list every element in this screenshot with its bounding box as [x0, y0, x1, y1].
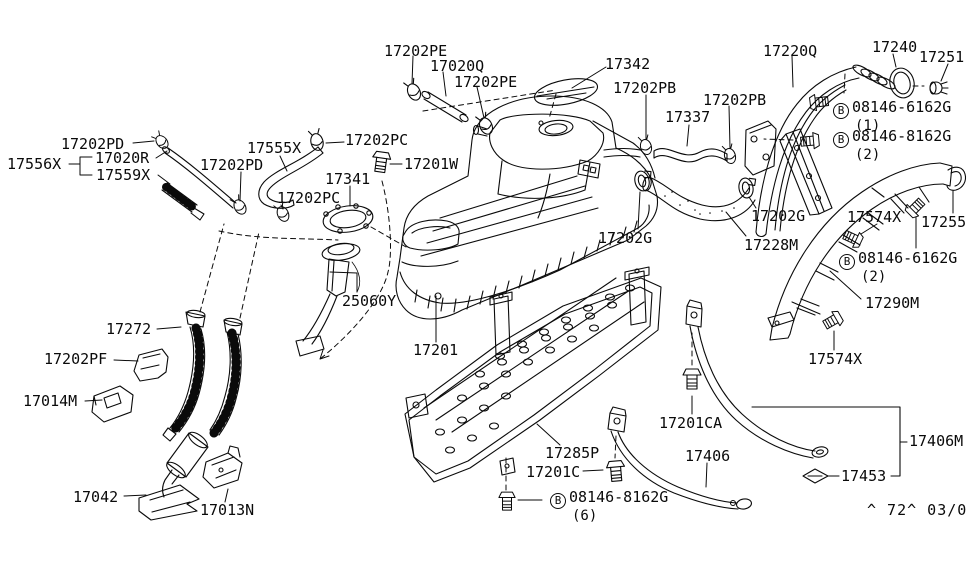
connector-17013N	[202, 445, 243, 489]
bolt-qty: (2)	[855, 147, 881, 163]
clip-17202PF	[133, 348, 169, 382]
part-label-17201w-19: 17201W	[404, 155, 459, 173]
fuel-cap	[533, 78, 599, 106]
breather-hose-17337	[653, 148, 728, 163]
part-label-17342-3: 17342	[605, 55, 651, 73]
part-label-17272-27: 17272	[106, 320, 152, 338]
part-label-17202pd-16: 17202PD	[200, 156, 264, 174]
bolt-code: 08146-8162G	[852, 127, 952, 145]
part-label-17556x-12: 17556X	[7, 155, 62, 173]
lock-ring-17341	[322, 203, 374, 234]
part-label-17013n-31: 17013N	[200, 501, 255, 519]
strap-upper	[685, 299, 829, 459]
part-label-17255-24: 17255	[921, 213, 967, 231]
part-label-17251-9: 17251	[919, 48, 965, 66]
bolt-qty: (2)	[861, 269, 887, 285]
part-label-17202pc-18: 17202PC	[277, 189, 341, 207]
bolt-code: 08146-6162G	[858, 249, 958, 267]
filler-hose-17228M	[642, 176, 756, 222]
bolt-qty: (1)	[855, 118, 881, 134]
bolt-code: 08146-6162G	[852, 98, 952, 116]
pipe-17020Q	[421, 90, 469, 123]
part-label-17228m-22: 17228M	[744, 236, 799, 254]
part-label-17201c-35: 17201C	[526, 463, 581, 481]
leader-lines	[68, 53, 954, 503]
circled-b-icon: B	[833, 132, 849, 148]
part-label-17014m-29: 17014M	[23, 392, 78, 410]
part-label-17337-6: 17337	[665, 108, 711, 126]
part-label-17042-30: 17042	[73, 488, 119, 506]
part-label-17020r-11: 17020R	[95, 149, 150, 167]
sender-tubes-17272	[162, 309, 243, 442]
hook-17255	[946, 166, 967, 191]
circled-b-icon: B	[550, 493, 566, 509]
fuel-pump-25060Y	[295, 242, 361, 357]
corrugated-stub-17559X	[161, 182, 205, 221]
part-label-17202pf-28: 17202PF	[44, 350, 108, 368]
part-label-17202g-21: 17202G	[751, 207, 806, 225]
part-label-17202pb-5: 17202PB	[703, 91, 767, 109]
part-label-17240-8: 17240	[872, 38, 918, 56]
part-label-17202pe-0: 17202PE	[384, 42, 448, 60]
circled-b-icon: B	[833, 103, 849, 119]
fuel-filter-17042	[138, 431, 209, 521]
bracket-17406M	[751, 406, 908, 477]
part-label-17285p-34: 17285P	[545, 444, 600, 462]
strap-lower	[607, 406, 752, 510]
part-label-17574x-23: 17574X	[847, 208, 902, 226]
filler-cap-ring	[889, 67, 915, 99]
protector-17290M	[767, 162, 953, 341]
part-label-17202pd-10: 17202PD	[61, 135, 125, 153]
circled-b-icon: B	[839, 254, 855, 270]
dashed-lines	[199, 73, 925, 491]
bolt-17251	[929, 81, 949, 95]
part-label-17290m-25: 17290M	[865, 294, 920, 312]
bolt-qty: (6)	[572, 508, 598, 524]
part-label-17220q-7: 17220Q	[763, 42, 818, 60]
part-label-17201ca-36: 17201CA	[659, 414, 723, 432]
part-label-17453-39: 17453	[841, 467, 887, 485]
drawing-code: ^ 72^ 03/0	[867, 501, 968, 519]
fuel-line-17020R	[161, 146, 237, 209]
part-label-17202pc-15: 17202PC	[345, 131, 409, 149]
filler-neck-assembly	[744, 64, 949, 237]
part-label-25060y-32: 25060Y	[342, 292, 397, 310]
part-label-17202g-20: 17202G	[598, 229, 653, 247]
part-label-17574x-26: 17574X	[808, 350, 863, 368]
skid-plate	[404, 266, 662, 483]
part-label-17406m-38: 17406M	[909, 432, 964, 450]
part-label-17555x-14: 17555X	[247, 139, 302, 157]
part-label-17202pe-2: 17202PE	[454, 73, 518, 91]
part-label-17406-37: 17406	[685, 447, 731, 465]
part-label-17020q-1: 17020Q	[430, 57, 485, 75]
fuel-tank	[395, 95, 659, 320]
part-label-17201-33: 17201	[413, 341, 459, 359]
part-label-17202pb-4: 17202PB	[613, 79, 677, 97]
part-label-17559x-13: 17559X	[96, 166, 151, 184]
bolt-code: 08146-8162G	[569, 488, 669, 506]
part-label-17341-17: 17341	[325, 170, 371, 188]
